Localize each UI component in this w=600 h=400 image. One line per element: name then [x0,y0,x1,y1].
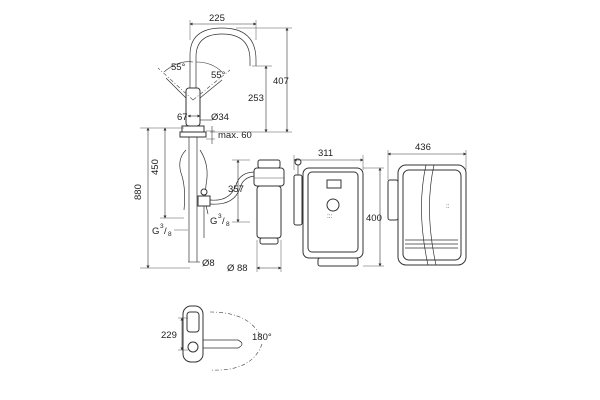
dim-spout-height: 253 [248,93,264,104]
boiler-side-view: ::: [293,158,364,267]
svg-text:3: 3 [218,213,222,220]
svg-text:/: / [222,216,225,227]
dim-filter-diameter: Ø 88 [227,263,248,274]
filter-dimensions: Ø 88 [227,240,282,274]
dim-plan-offset: 229 [161,330,177,341]
dim-angle-left: 55° [171,62,186,73]
dim-overall-length: 880 [133,184,144,200]
svg-text:8: 8 [226,221,230,228]
filter-cartridge [253,159,285,245]
svg-text:8: 8 [168,231,172,238]
dim-pipe-diameter: Ø8 [202,258,215,269]
boiler-side-dimensions: 311 400 [293,148,384,267]
boiler-front-dimensions: 436 [387,142,467,180]
thread-label-left: G 3 / 8 [152,223,172,238]
dim-total-height: 407 [273,76,289,87]
dim-boiler-height: 400 [366,213,382,224]
dim-filter-hose: 357 [228,184,244,195]
svg-text:3: 3 [160,223,164,230]
dim-boiler-width: 436 [415,142,431,153]
dim-angle-right: 55° [211,70,226,81]
dim-rotation: 180° [252,332,272,343]
dim-body-diameter: Ø34 [211,112,229,123]
boiler-front-view: :: [387,164,467,266]
faucet-plan-view [182,305,263,371]
svg-text:::: :: [446,203,450,210]
plan-dimensions: 229 180° [161,317,272,351]
svg-text:/: / [164,226,167,237]
dim-spout-reach: 225 [209,13,225,24]
svg-text:G: G [210,216,217,227]
svg-text:G: G [152,226,159,237]
dim-lever-length: 67 [177,112,188,123]
faucet-dimensions: 225 407 253 55° 55° 67 Ø34 max. 60 450 [133,13,292,269]
thread-label-right: G 3 / 8 [210,213,230,228]
dim-max-deck: max. 60 [218,130,252,141]
dim-boiler-depth: 311 [318,148,333,159]
svg-text::::: ::: [327,213,333,220]
dim-hose-length: 450 [150,159,161,175]
